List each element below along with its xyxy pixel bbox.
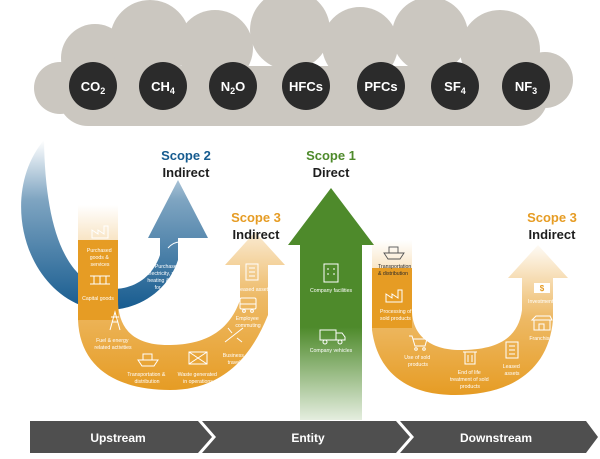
svg-text:CH4: CH4	[151, 79, 175, 96]
dollar-bill-icon: $	[534, 283, 550, 293]
gas-co2: CO2	[69, 62, 117, 110]
svg-text:Scope 3: Scope 3	[527, 210, 577, 225]
svg-text:Capital goods: Capital goods	[82, 296, 114, 302]
factory-icon	[385, 289, 403, 303]
storefront-icon	[530, 315, 553, 331]
upstream-fuel-energy: Fuel & energy related activities	[94, 310, 132, 351]
svg-text:Purchased goods &: Purchased goods & services	[87, 248, 113, 268]
upstream-waste: Waste generated in operations	[178, 351, 219, 385]
svg-text:Purchased electricity, s: Purchased electricity, steam, heating & …	[147, 264, 188, 291]
svg-text:PFCs: PFCs	[364, 79, 397, 94]
svg-text:Leased assets: Leased assets	[503, 364, 521, 377]
gas-sf4: SF4	[431, 62, 479, 110]
gas-nf3: NF3	[502, 62, 550, 110]
capital-goods-icon	[90, 275, 110, 285]
scope1-company-vehicles: Company vehicles	[310, 329, 353, 354]
plug-icon	[167, 241, 192, 250]
svg-text:Company vehicles: Company vehicles	[310, 348, 353, 354]
downstream-franchises: Franchises	[529, 315, 555, 342]
scope3-downstream-title: Scope 3 Indirect	[527, 210, 577, 242]
upstream-leased-assets: Leased assets	[237, 263, 271, 293]
waste-icon	[188, 351, 208, 365]
svg-text:Business travel: Business travel	[223, 353, 246, 366]
downstream-use: Use of sold products	[404, 335, 431, 368]
svg-text:Waste generated in opera: Waste generated in operations	[178, 372, 219, 385]
svg-text:Company facilities: Company facilities	[310, 288, 352, 294]
ship-icon	[137, 353, 159, 367]
upstream-business-travel: Business travel	[223, 327, 246, 366]
svg-text:Indirect: Indirect	[163, 165, 211, 180]
svg-text:End of life treatment of: End of life treatment of sold products	[450, 370, 490, 390]
downstream-transport: Transportation & distribution	[378, 246, 413, 277]
trash-can-icon	[463, 351, 477, 365]
office-building-icon	[245, 263, 259, 281]
gas-hfcs: HFCs	[282, 62, 330, 110]
svg-text:SF4: SF4	[444, 79, 466, 96]
office-building-icon	[505, 341, 519, 359]
downstream-leased-assets: Leased assets	[503, 341, 521, 377]
downstream-investments: $ Investments	[528, 283, 556, 305]
gas-circles: CO2 CH4 N2O HFCs PFCs SF4 NF3	[69, 62, 550, 110]
svg-text:Fuel & energy related ac: Fuel & energy related activities	[94, 338, 132, 351]
upstream-employee-commuting: Employee commuting	[235, 297, 261, 329]
svg-text:Scope 1: Scope 1	[306, 148, 356, 163]
svg-text:Scope 2: Scope 2	[161, 148, 211, 163]
svg-text:Processing of sold produ: Processing of sold products	[380, 309, 413, 322]
svg-text:$: $	[540, 284, 545, 293]
band-downstream: Downstream	[400, 421, 598, 453]
svg-text:Use of sold products: Use of sold products	[404, 355, 431, 368]
svg-text:Transportation & distrib: Transportation & distribution	[378, 264, 413, 277]
bus-icon	[239, 297, 257, 313]
ship-icon	[383, 246, 405, 260]
building-icon	[323, 263, 339, 283]
scope3-upstream-title: Scope 3 Indirect	[231, 210, 281, 242]
scope2-title: Scope 2 Indirect	[161, 148, 211, 180]
scope2-electricity-item: Purchased electricity, steam, heating & …	[147, 241, 192, 291]
svg-text:Indirect: Indirect	[529, 227, 577, 242]
svg-text:NF3: NF3	[515, 79, 537, 96]
gas-n2o: N2O	[209, 62, 257, 110]
upstream-transport: Transportation & distribution	[127, 353, 167, 385]
svg-text:Direct: Direct	[313, 165, 351, 180]
svg-text:Transportation & distrib: Transportation & distribution	[127, 372, 167, 385]
gas-pfcs: PFCs	[357, 62, 405, 110]
upstream-purchased-goods: Purchased goods & services	[87, 225, 113, 268]
gas-ch4: CH4	[139, 62, 187, 110]
svg-text:Upstream: Upstream	[90, 431, 145, 445]
svg-text:Employee commuting: Employee commuting	[235, 316, 260, 329]
svg-text:Investments: Investments	[528, 299, 556, 305]
upstream-capital-goods: Capital goods	[82, 275, 114, 302]
truck-icon	[319, 329, 346, 345]
svg-text:Leased assets: Leased assets	[237, 287, 271, 293]
scope1-title: Scope 1 Direct	[306, 148, 356, 180]
shopping-cart-icon	[409, 335, 428, 351]
airplane-icon	[224, 327, 244, 343]
factory-icon	[91, 225, 109, 239]
band-entity: Entity	[202, 421, 410, 453]
svg-text:Scope 3: Scope 3	[231, 210, 281, 225]
scope1-company-facilities: Company facilities	[310, 263, 352, 294]
downstream-processing: Processing of sold products	[380, 289, 413, 322]
scope2-arrow	[21, 140, 209, 310]
svg-text:Indirect: Indirect	[233, 227, 281, 242]
svg-text:Downstream: Downstream	[460, 431, 532, 445]
band-upstream: Upstream	[30, 421, 212, 453]
svg-text:HFCs: HFCs	[289, 79, 323, 94]
svg-text:Entity: Entity	[291, 431, 325, 445]
value-chain-band: Upstream Entity Downstream	[30, 421, 598, 453]
scope3-downstream-arrow	[372, 240, 568, 395]
power-tower-icon	[109, 310, 121, 331]
svg-text:Franchises: Franchises	[529, 336, 555, 342]
downstream-end-of-life: End of life treatment of sold products	[450, 351, 490, 390]
scope1-arrow	[288, 188, 374, 420]
scope3-upstream-arrow	[78, 205, 285, 390]
svg-text:CO2: CO2	[81, 79, 106, 96]
svg-text:N2O: N2O	[221, 79, 246, 96]
